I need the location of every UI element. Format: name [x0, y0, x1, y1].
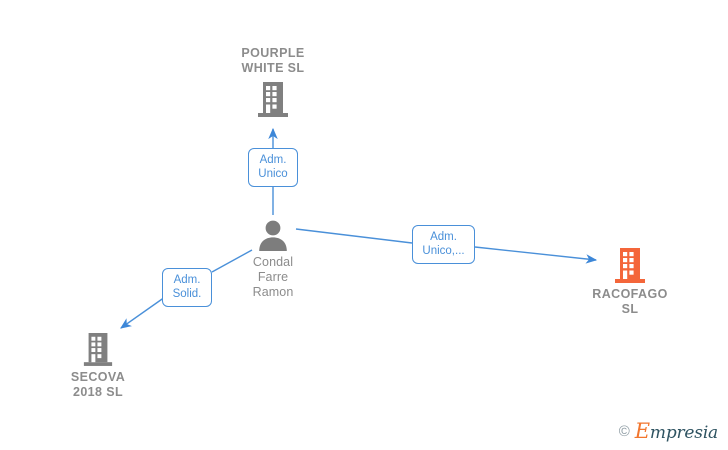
edge-label-adm-unico-racofago[interactable]: Adm. Unico,...: [412, 225, 475, 264]
node-secova-2018[interactable]: SECOVA 2018 SL: [38, 331, 158, 400]
node-label-pourple-white: POURPLE WHITE SL: [241, 46, 305, 75]
node-condal-farre-ramon[interactable]: Condal Farre Ramon: [213, 218, 333, 300]
edge-label-adm-solid-secova[interactable]: Adm. Solid.: [162, 268, 212, 307]
empresia-watermark: © Empresia: [619, 421, 718, 442]
node-pourple-white[interactable]: POURPLE WHITE SL: [213, 46, 333, 118]
empresia-logo: Empresia: [635, 421, 718, 442]
node-racofago[interactable]: RACOFAGO SL: [570, 246, 690, 317]
building-icon: [570, 246, 690, 284]
empresia-logo-initial: E: [634, 419, 650, 443]
building-icon: [38, 331, 158, 367]
node-label-racofago: RACOFAGO SL: [592, 287, 668, 316]
edge-line-racofago[interactable]: [295, 228, 598, 264]
building-icon: [213, 80, 333, 118]
person-icon: [213, 218, 333, 252]
edge-label-adm-unico-pourple[interactable]: Adm. Unico: [248, 148, 298, 187]
node-label-secova-2018: SECOVA 2018 SL: [70, 370, 126, 399]
empresia-logo-rest: mpresia: [649, 423, 718, 443]
edge-line-secova[interactable]: [120, 249, 253, 329]
copyright-icon: ©: [618, 423, 630, 440]
node-label-condal-farre-ramon: Condal Farre Ramon: [252, 255, 294, 299]
